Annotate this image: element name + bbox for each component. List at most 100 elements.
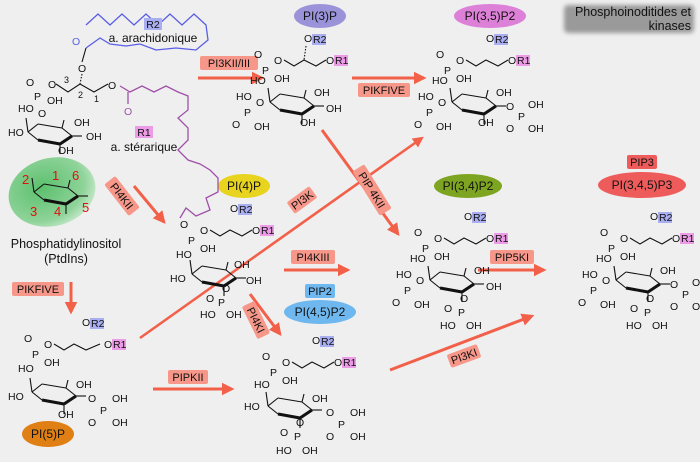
atom: O: [206, 293, 214, 305]
glycerol-c1: 1: [94, 94, 99, 104]
hydroxyl: OH: [86, 131, 102, 143]
atom: OH: [112, 393, 128, 405]
enzyme-pi4ki: PI4KI: [242, 301, 270, 339]
atom: HO: [276, 445, 292, 457]
ester-o: O: [78, 63, 86, 75]
pill-pi3p: PI(3)P: [294, 4, 346, 28]
atom: HO: [200, 309, 216, 321]
atom: P: [100, 405, 107, 417]
pill-pi34p2: PI(3,4)P2: [434, 174, 502, 198]
r2-tag: R2: [313, 34, 327, 46]
hydroxyl: HO: [8, 127, 24, 139]
atom: P: [608, 243, 615, 255]
atom: OH: [466, 320, 482, 332]
atom: O: [486, 233, 494, 245]
atom: O: [326, 431, 334, 443]
enzyme-label: PIPKII: [172, 372, 203, 384]
r1-tag: R1: [261, 225, 275, 237]
atom: OH: [312, 393, 328, 405]
atom: O: [602, 275, 610, 287]
atom: P: [262, 65, 269, 77]
title-line1: Phosphoinoditides et: [575, 5, 692, 19]
ring-number: 1: [52, 168, 59, 183]
atom: HO: [18, 363, 34, 375]
atom: OH: [414, 299, 430, 311]
ring-number: 6: [72, 168, 79, 183]
ptdins-molecule: O R2 a. arachidonique O 3 2 1 O O R1 a. …: [8, 13, 219, 219]
arachidonic-name: a. arachidonique: [109, 31, 198, 45]
molecule-pi5p: O R2 O R1 O P O OH HO OH HO OH O P OH O …: [8, 317, 128, 429]
atom: O: [456, 55, 464, 67]
atom: O: [486, 33, 494, 45]
glycerol-c2: 2: [78, 90, 83, 100]
atom: OH: [300, 117, 316, 129]
atom: O: [672, 233, 680, 245]
atom: OH: [478, 117, 494, 129]
pill-pip3: PIP3: [627, 155, 657, 169]
atom: P: [244, 107, 251, 119]
atom: OH: [528, 99, 544, 111]
atom: P: [426, 107, 433, 119]
atom: O: [180, 219, 188, 231]
atom: P: [644, 307, 651, 319]
hydroxyl: OH: [58, 145, 74, 157]
r2-tag: R2: [239, 204, 253, 216]
molecule-pi345p3: O R2 O R1 O P O OH HO OH O HO P O OH O O…: [578, 211, 700, 332]
atom: OH: [246, 275, 262, 287]
atom: O: [88, 417, 96, 429]
enzyme-pikfive-top: PIKFIVE: [358, 83, 410, 97]
atom: O: [274, 55, 282, 67]
molecule-pi34p2: O R2 O R1 O P O OH HO OH OH O HO P O OH …: [392, 211, 509, 332]
arrow-pi4ki: [248, 293, 282, 337]
enzyme-pi3kii-iii: PI3KII/III: [200, 56, 258, 70]
enzyme-label: PI3KI: [450, 347, 479, 367]
pill-label: PI(3)P: [303, 9, 337, 23]
pill-label: PI(3,5)P2: [465, 9, 516, 23]
atom: O: [280, 427, 288, 439]
pill-label: PI(3,4,5)P3: [612, 178, 673, 192]
atom: O: [646, 293, 654, 305]
pill-pi5p: PI(5)P: [22, 421, 74, 447]
atom: HO: [170, 273, 186, 285]
r1-tag: R1: [113, 339, 127, 351]
atom: OH: [652, 320, 668, 332]
pill-label: PI(4,5)P2: [295, 305, 346, 319]
atom: O: [416, 275, 424, 287]
inositol-ring-legend: 1 2 3 4 5 6 Phosphatidylinositol (PtdIns…: [8, 157, 121, 266]
arrow-pi3k-pi5p-to-pi35p2: [139, 136, 424, 340]
atom: OH: [456, 73, 472, 85]
atom: O: [444, 303, 452, 315]
atom: OH: [486, 281, 502, 293]
r1-tag: R1: [681, 233, 695, 245]
pill-pip2: PIP2: [305, 284, 335, 298]
pill-label: PI(4)P: [227, 179, 261, 193]
r1-tag: R1: [335, 55, 349, 67]
atom: HO: [432, 75, 448, 87]
atom: O: [460, 293, 468, 305]
pill-label: PIP3: [630, 157, 654, 169]
atom: OH: [112, 417, 128, 429]
atom: O: [620, 233, 628, 245]
atom: OH: [692, 277, 700, 289]
enzyme-label: PIKFIVE: [17, 284, 59, 296]
atom: P: [444, 65, 451, 77]
arachidonic-chain: [85, 13, 209, 51]
stearic-name: a. stérarique: [111, 140, 178, 154]
atom: OH: [58, 409, 74, 421]
ring-number: 2: [22, 172, 29, 187]
atom: O: [436, 49, 444, 61]
atom: P: [338, 419, 345, 431]
atom: O: [434, 233, 442, 245]
atom: O: [222, 283, 230, 295]
atom: OH: [350, 431, 366, 443]
atom: O: [670, 279, 678, 291]
atom: HO: [582, 269, 598, 281]
ptdins-abbr: (PtdIns): [44, 252, 88, 266]
enzyme-label: PIKFIVE: [363, 85, 405, 97]
atom: O: [312, 335, 320, 347]
r2-tag: R2: [91, 318, 105, 330]
atom: O: [88, 393, 96, 405]
species-pills: PI(3)P PI(3,5)P2 PI(4)P PI(3,4)P2 PIP2 P…: [22, 4, 686, 447]
atom: OH: [274, 73, 290, 85]
